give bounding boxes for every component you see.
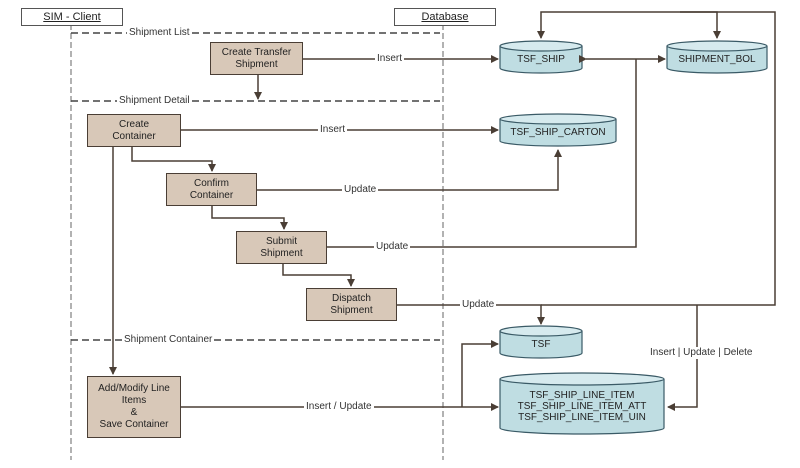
edge-label-insert-update: Insert / Update xyxy=(304,401,374,413)
edge-create-to-confirm xyxy=(131,147,216,172)
line-items-table xyxy=(499,372,665,435)
edge-label-update-submit: Update xyxy=(374,241,411,253)
database-lane-header: Database xyxy=(394,8,496,26)
tsf-table xyxy=(499,325,583,359)
client-lane-header: SIM - Client xyxy=(21,8,123,26)
section-label-shipment-container: Shipment Container xyxy=(122,334,215,346)
section-label-shipment-list: Shipment List xyxy=(127,27,192,39)
create-transfer-shipment-box: Create Transfer Shipment xyxy=(210,42,303,75)
edge-label-insert-carton: Insert xyxy=(318,124,348,136)
confirm-container-box: Confirm Container xyxy=(166,173,257,206)
line-items-label: TSF_SHIP_LINE_ITEM TSF_SHIP_LINE_ITEM_AT… xyxy=(517,390,647,423)
edge-confirm-to-submit xyxy=(211,206,288,230)
add-modify-line-items-box: Add/Modify Line Items & Save Container xyxy=(87,376,181,438)
tsf-ship-label: TSF_SHIP xyxy=(517,54,565,65)
edge-add-modify-to-tsf xyxy=(461,340,499,407)
tsf-ship-table xyxy=(499,40,583,74)
edge-label-update-dispatch: Update xyxy=(460,299,497,311)
edge-submit-to-tsf-ship xyxy=(327,59,637,248)
edge-submit-to-dispatch xyxy=(282,264,355,287)
edge-dispatch-loop-bol xyxy=(680,11,721,39)
submit-shipment-box: Submit Shipment xyxy=(236,231,327,264)
tsf-ship-carton-label: TSF_SHIP_CARTON xyxy=(510,127,606,138)
edge-label-update-confirm: Update xyxy=(342,184,379,196)
create-container-box: Create Container xyxy=(87,114,181,147)
shipment-bol-label: SHIPMENT_BOL xyxy=(678,54,756,65)
tsf-label: TSF xyxy=(531,339,551,350)
edge-iud-to-line-items xyxy=(667,305,698,411)
shipment-bol-table xyxy=(666,40,768,74)
edge-confirm-to-carton xyxy=(257,149,562,191)
edge-label-insert-ship: Insert xyxy=(375,53,405,65)
edge-label-insert-update-delete: Insert | Update | Delete xyxy=(648,347,755,359)
tsf-ship-carton-table xyxy=(499,113,617,147)
section-label-shipment-detail: Shipment Detail xyxy=(117,95,192,107)
dispatch-shipment-box: Dispatch Shipment xyxy=(306,288,397,321)
